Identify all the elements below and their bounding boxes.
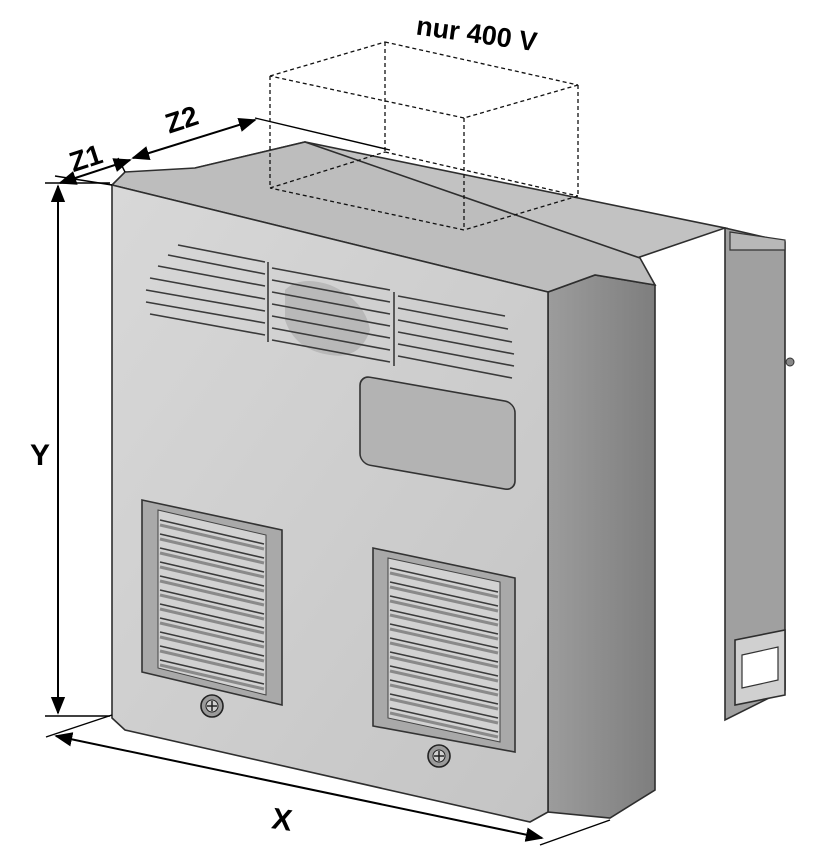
louver-slat-shadow [389, 641, 499, 669]
grille-slat [271, 267, 391, 291]
louver-slat [389, 665, 499, 691]
grille-slat [145, 301, 266, 324]
grille-slat [271, 291, 391, 315]
louver-slat-shadow [159, 551, 265, 579]
louver-slat-shadow [389, 669, 499, 697]
grille-slat [271, 339, 391, 363]
louver-slat-shadow [159, 565, 265, 593]
dimension-x [45, 714, 611, 846]
louver-slat-shadow [159, 579, 265, 607]
louver-slat-shadow [159, 649, 265, 677]
grille-slat [167, 254, 266, 275]
louver-slat-shadow [389, 585, 499, 613]
dimension-z2 [131, 117, 391, 161]
front-cover-top-face [110, 141, 657, 293]
grille-slat [145, 289, 266, 312]
front-cover-side-face [547, 274, 656, 819]
grille-slat [149, 313, 266, 336]
louver-slat-shadow [389, 655, 499, 683]
grille-slat [397, 355, 513, 379]
louver-slat [159, 631, 265, 657]
louver-slat [159, 617, 265, 643]
dimension-z1 [54, 157, 132, 186]
louver-slat-shadow [389, 599, 499, 627]
louver-slat [159, 575, 265, 601]
label-voltage-note: nur 400 V [414, 11, 539, 58]
fan-blade-shadow [285, 281, 370, 356]
louver-slat-shadow [159, 607, 265, 635]
louver-slat [389, 693, 499, 719]
louver-slat [159, 659, 265, 685]
bracket-cutout [741, 646, 779, 689]
grille-slat [397, 307, 509, 330]
label-y: Y [30, 439, 50, 472]
display-window [359, 376, 516, 491]
grille-slat [271, 279, 391, 303]
louver-slat [159, 561, 265, 587]
louver-slat [159, 603, 265, 629]
louver-slat [389, 609, 499, 635]
louver-slat-shadow [389, 697, 499, 725]
louver-slat [389, 679, 499, 705]
grille-slat [397, 331, 515, 355]
dimension-y [45, 182, 110, 717]
louver-slat [389, 707, 499, 733]
label-z1: Z1 [65, 138, 106, 178]
louver-slat [159, 645, 265, 671]
front-screw-icon [427, 744, 451, 768]
label-z2: Z2 [161, 100, 202, 140]
louver-slat-shadow [159, 593, 265, 621]
grille-slat [271, 327, 391, 351]
fan-grille [145, 244, 515, 379]
louver-slat-shadow [159, 523, 265, 551]
louver-slat [389, 651, 499, 677]
grille-slat [397, 319, 513, 343]
louver-slat-shadow [159, 621, 265, 649]
grille-slat [177, 244, 266, 263]
louver-slat [389, 637, 499, 663]
grille-slat [157, 265, 266, 287]
front-screw-icon [200, 694, 224, 718]
label-x: X [270, 802, 294, 837]
louver-slat [159, 547, 265, 573]
grille-slat [397, 343, 515, 367]
louver-slat [159, 589, 265, 615]
louver-slat-shadow [159, 663, 265, 691]
side-screw-icon [785, 357, 795, 367]
grille-slat [397, 295, 506, 317]
louver-slat-shadow [389, 627, 499, 655]
grille-slat [271, 315, 391, 339]
grille-slat [271, 303, 391, 327]
rear-box-top-face [729, 231, 786, 251]
louver-slat-shadow [159, 635, 265, 663]
louver-left [141, 499, 283, 707]
louver-slat [389, 623, 499, 649]
louver-slat-shadow [159, 537, 265, 565]
louver-slat-shadow [389, 683, 499, 711]
grille-slat [149, 277, 266, 300]
louver-slat-shadow [389, 613, 499, 641]
louver-slat [389, 595, 499, 621]
louver-slat [389, 567, 499, 593]
louver-right [372, 547, 516, 753]
optional-400v-box [269, 41, 579, 231]
louver-slat-shadow [389, 571, 499, 599]
louver-slat [159, 533, 265, 559]
louver-slat [159, 519, 265, 545]
louver-slat [389, 581, 499, 607]
